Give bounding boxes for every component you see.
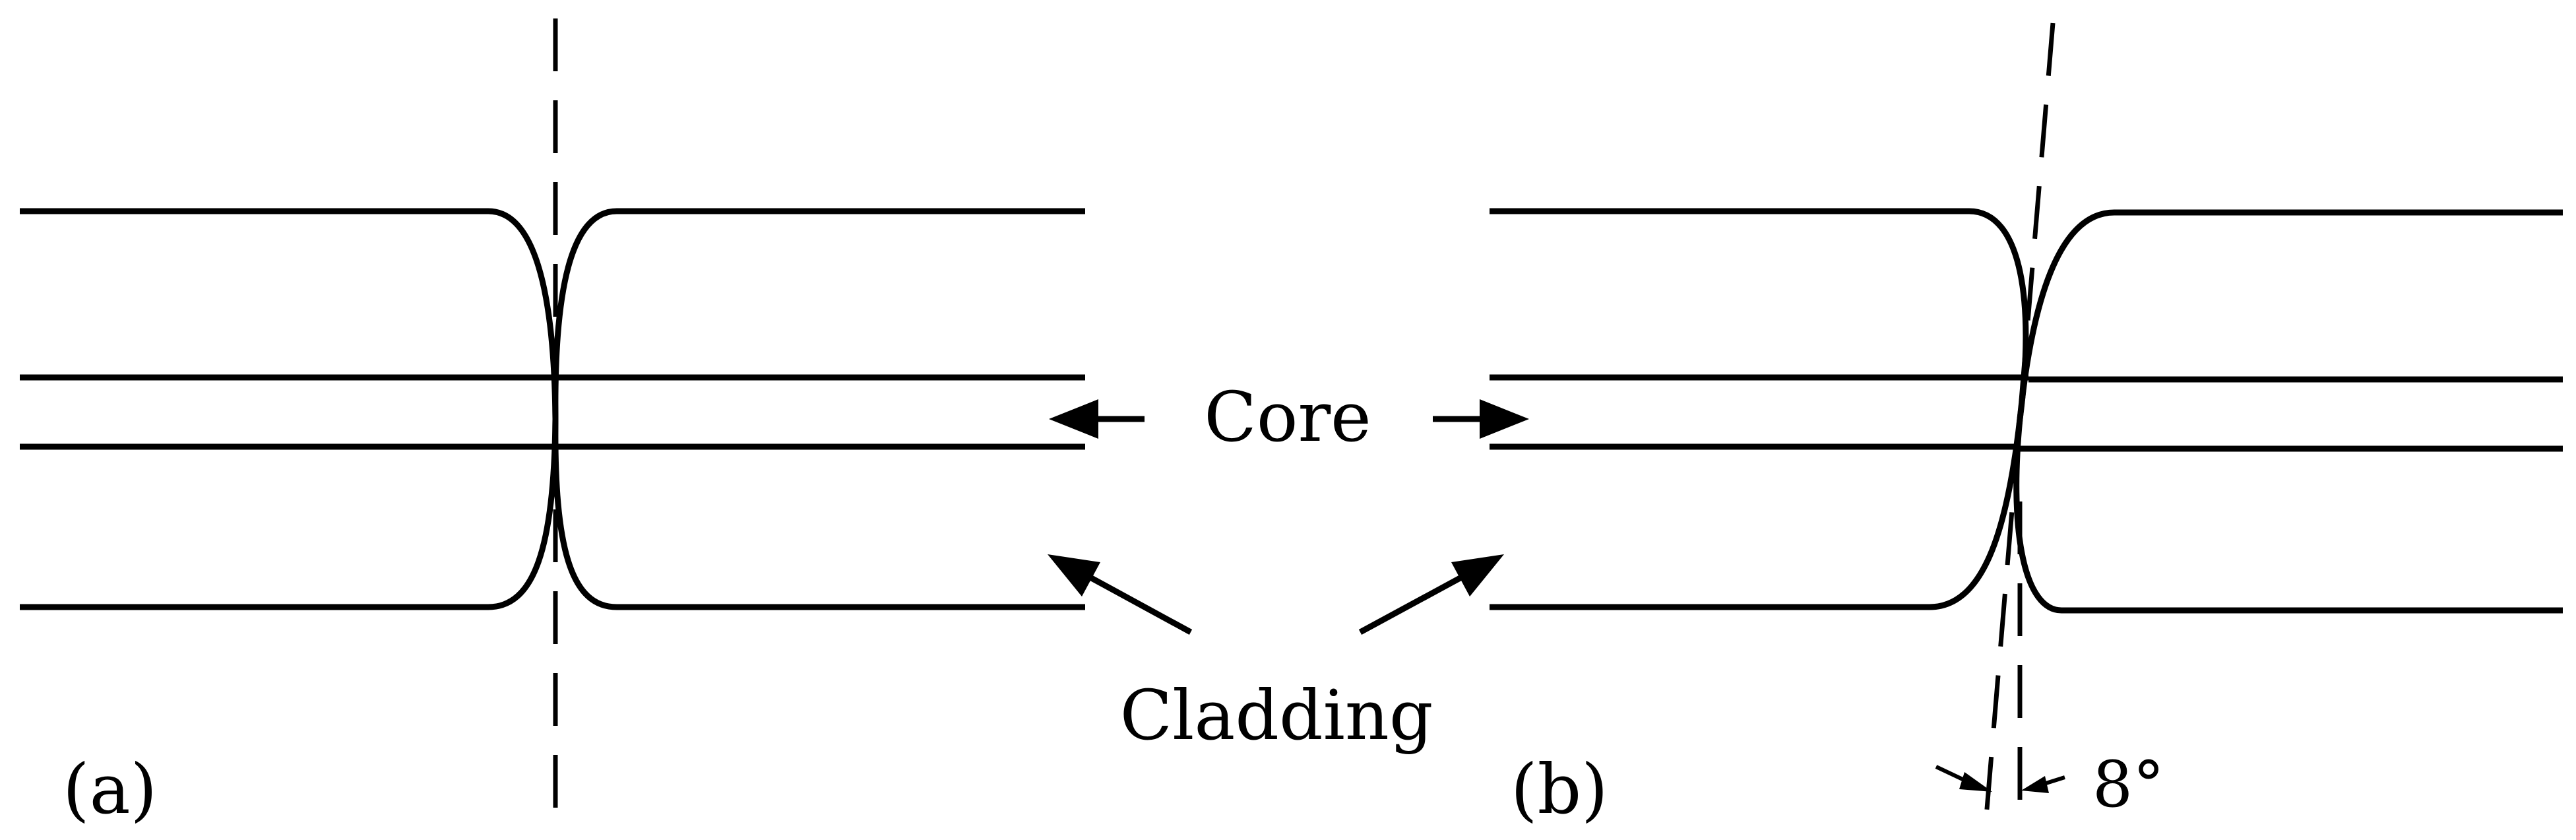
cladding-arrow-right-head <box>1451 554 1504 597</box>
panel-a-right-fiber <box>552 208 1085 610</box>
angle-arrow-right-head <box>2021 776 2049 793</box>
panel-a-flat-connector <box>20 18 1085 818</box>
panel-b-left-fiber <box>1490 208 2029 610</box>
panel-b-right-cladding-outline <box>2013 209 2563 614</box>
core-arrow-right-head <box>1480 399 1529 439</box>
cladding-arrow-left-head <box>1048 554 1100 597</box>
panel-b-angled-connector <box>1490 22 2563 825</box>
panel-b-label: (b) <box>1511 749 1608 829</box>
panel-b-angled-end-face-dashed-line <box>1983 22 2056 825</box>
cladding-label: Cladding <box>1120 675 1433 756</box>
panel-a-left-fiber <box>20 208 559 610</box>
panel-a-right-cladding-outline <box>552 208 1085 610</box>
angle-indicator <box>1935 765 2065 793</box>
panel-a-left-cladding-outline <box>20 208 559 610</box>
core-label: Core <box>1204 377 1371 457</box>
panel-b-right-fiber <box>2013 209 2563 614</box>
core-arrows <box>1049 399 1529 439</box>
cladding-arrows <box>1048 554 1504 635</box>
angle-arrow-left-head <box>1959 772 1992 792</box>
angle-label: 8° <box>2092 748 2164 822</box>
panel-b-left-cladding-outline <box>1490 208 2029 610</box>
panel-a-label: (a) <box>63 749 157 829</box>
cladding-arrow-left-shaft <box>1079 569 1193 635</box>
core-arrow-left-head <box>1049 399 1098 439</box>
cladding-arrow-right-shaft <box>1358 569 1473 635</box>
